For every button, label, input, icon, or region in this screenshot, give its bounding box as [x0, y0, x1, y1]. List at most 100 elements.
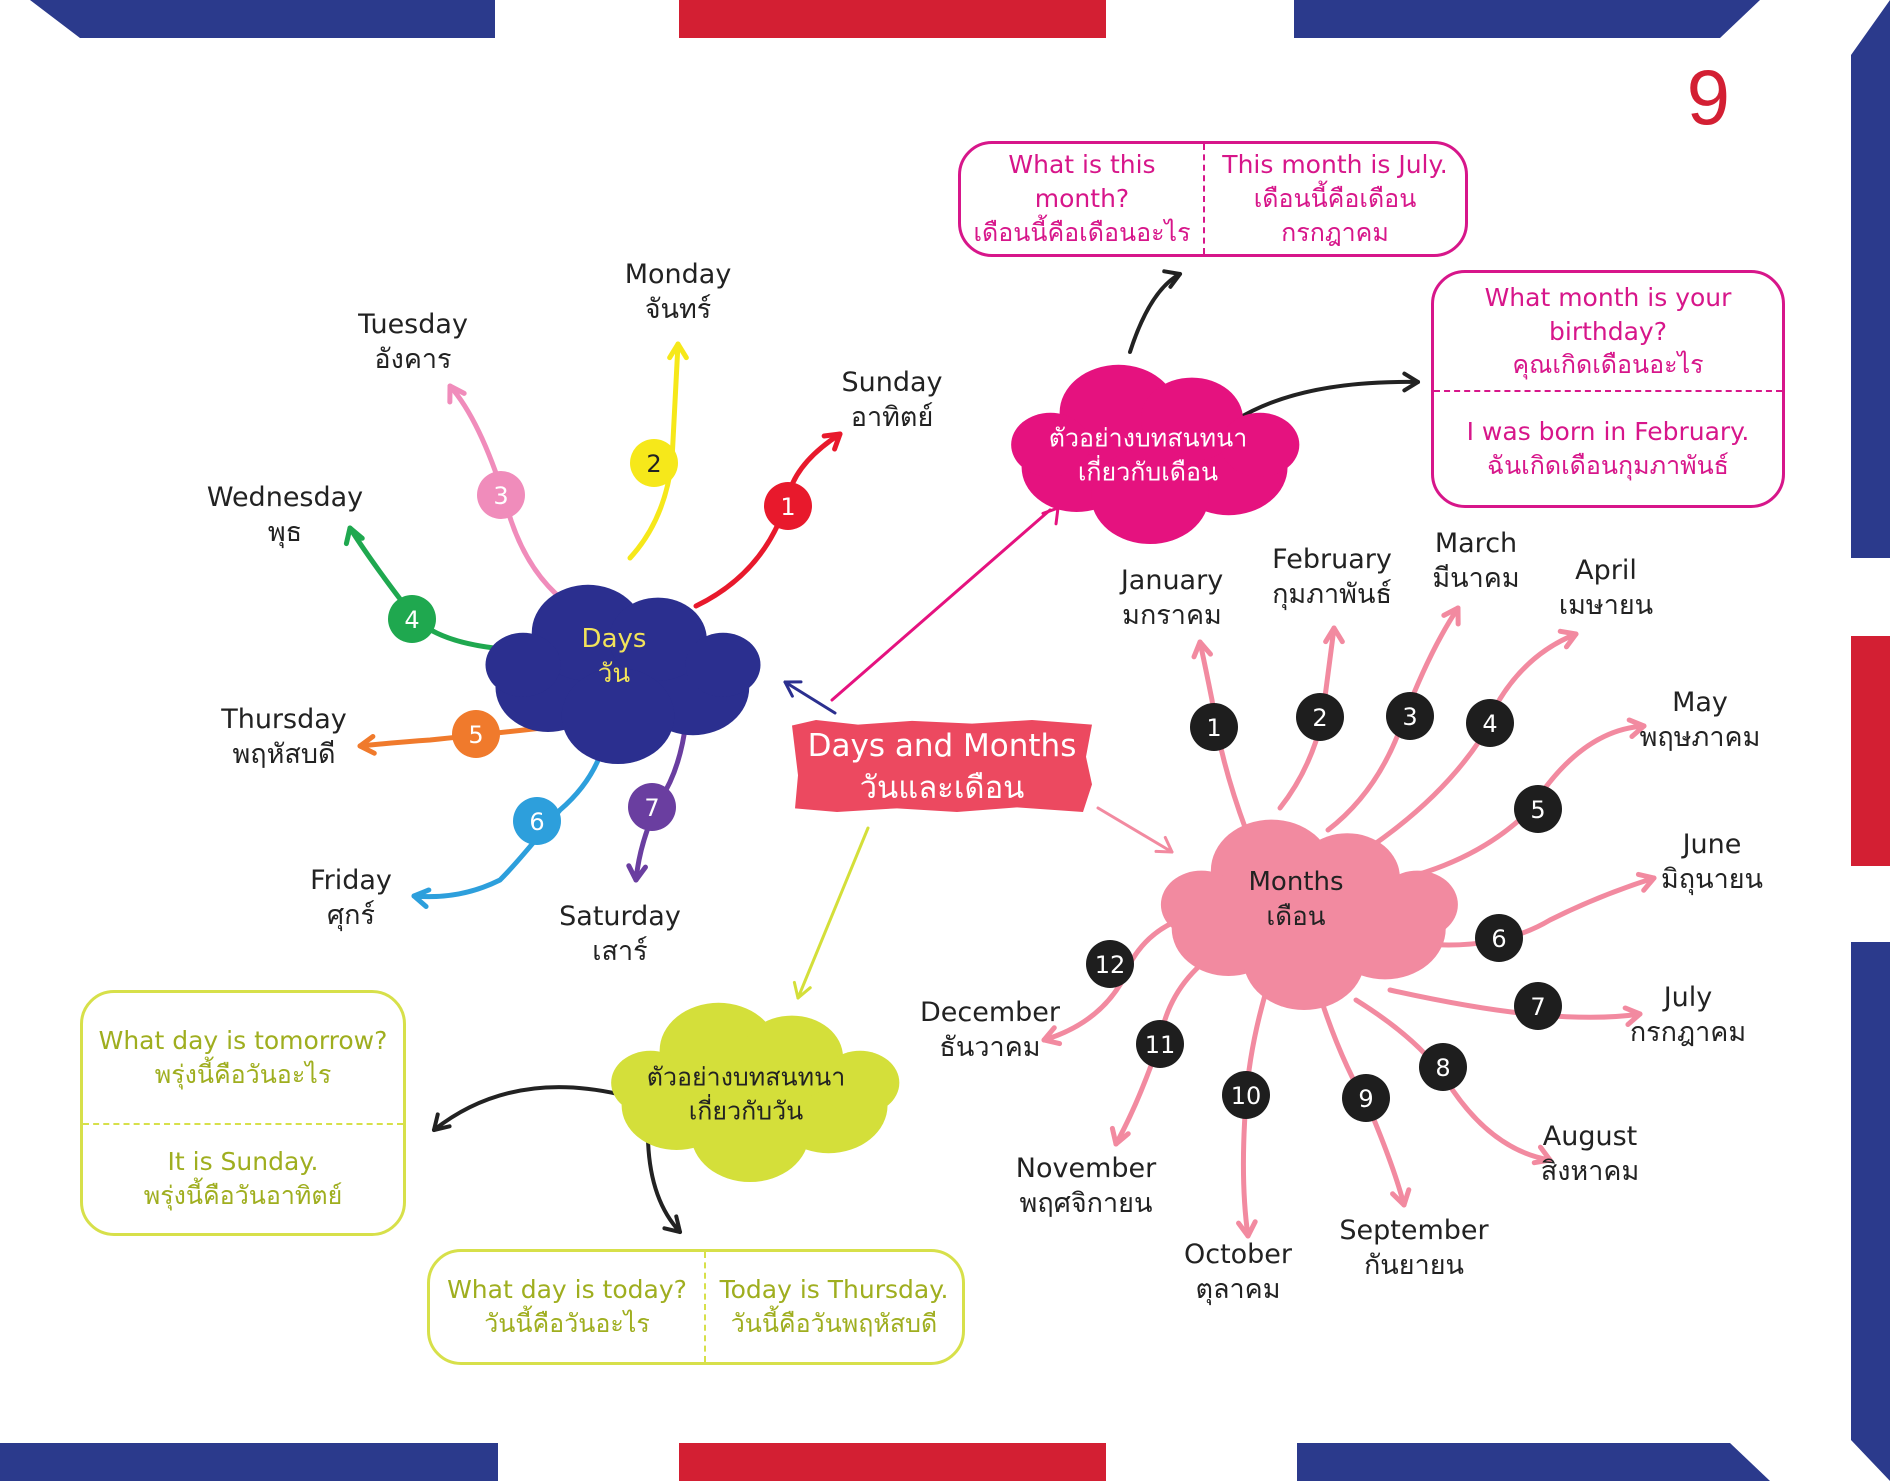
cloud-lobe	[1294, 833, 1400, 922]
month-badge-june	[1475, 914, 1523, 962]
day-badge-wednesday	[388, 595, 436, 643]
label-en: May	[1672, 686, 1728, 718]
month-label-december: December ธันวาคม	[920, 995, 1060, 1065]
month-spoke-september-arrowhead	[1390, 1187, 1412, 1208]
label-en: December	[919, 996, 1061, 1028]
day-badge-thursday	[452, 710, 500, 758]
month-q1-en: What is this month?	[1008, 150, 1156, 214]
month-badge-september	[1342, 1074, 1390, 1122]
month-spoke-june	[1421, 875, 1657, 948]
arrow-center-to-day-conversation-arrowhead	[792, 980, 812, 1000]
label-en: Wednesday	[206, 481, 364, 513]
month-spoke-march-arrowhead	[1441, 605, 1461, 627]
cloud-lobe	[1091, 448, 1209, 544]
label-th: พุธ	[267, 517, 303, 548]
day-spoke-friday-arrowhead	[411, 887, 432, 909]
label-en: Sunday	[841, 366, 943, 398]
day-badge-sunday-number: 1	[780, 493, 795, 521]
month-q1-th: เดือนนี้คือเดือนอะไร	[973, 217, 1191, 247]
cloud-lobe	[485, 632, 561, 697]
day-badge-tuesday-number: 3	[493, 482, 508, 510]
label-th: กรกฎาคม	[1629, 1017, 1747, 1048]
day-badge-friday-number: 6	[529, 808, 544, 836]
label-th: กันยายน	[1363, 1250, 1465, 1281]
arrow-to-month-box-1	[1128, 272, 1182, 354]
month-spoke-may-arrowhead	[1626, 717, 1647, 739]
label-en: Tuesday	[358, 308, 468, 340]
label-en: February	[1272, 543, 1392, 575]
label-en: Friday	[310, 864, 392, 896]
day-a1-th: พรุ่งนี้คือวันอาทิตย์	[143, 1181, 343, 1210]
label-en: August	[1542, 1120, 1638, 1152]
month-label-october: October ตุลาคม	[1184, 1237, 1292, 1307]
cloud-lobe	[691, 1086, 809, 1182]
day-conversation-box-1: What day is tomorrow? พรุ่งนี้คือวันอะไร…	[80, 990, 406, 1236]
day-a2-en: Today is Thursday.	[719, 1275, 949, 1305]
day-a1-en: It is Sunday.	[167, 1147, 319, 1177]
month-badge-march-number: 3	[1402, 703, 1417, 731]
month-badge-april-number: 4	[1482, 710, 1497, 738]
month-spoke-august-arrowhead	[1531, 1144, 1553, 1166]
clouds-layer	[485, 364, 1458, 1182]
arrow-center-to-days	[783, 680, 837, 715]
month-badge-july-number: 7	[1530, 993, 1545, 1021]
day-badge-saturday	[628, 783, 676, 831]
month-badge-april	[1466, 699, 1514, 747]
days-cloud	[485, 584, 761, 764]
label-th: มีนาคม	[1432, 563, 1520, 594]
label-th: ตุลาคม	[1195, 1274, 1281, 1305]
divider	[1203, 144, 1205, 254]
label-th: ธันวาคม	[939, 1032, 1041, 1063]
center-title-en: Days and Months	[807, 728, 1077, 765]
label-en: June	[1682, 828, 1742, 860]
day-badge-tuesday	[477, 471, 525, 519]
days-title-en: Days	[581, 623, 647, 654]
months-title-th: เดือน	[1266, 902, 1326, 932]
label-en: April	[1575, 554, 1637, 586]
month-label-march: March มีนาคม	[1432, 526, 1519, 596]
month-answer-1: This month is July. เดือนนี้คือเดือนกรกฎ…	[1205, 144, 1465, 254]
month-badge-may	[1514, 785, 1562, 833]
month-badge-february	[1296, 693, 1344, 741]
arrow-to-day-box-1	[432, 1085, 620, 1132]
month-conversation-box-1: What is this month? เดือนนี้คือเดือนอะไร…	[958, 141, 1468, 257]
label-th: พฤษภาคม	[1639, 722, 1761, 753]
day-badge-sunday	[764, 482, 812, 530]
month-badge-february-number: 2	[1312, 704, 1327, 732]
day-badge-monday	[630, 439, 678, 487]
day-spoke-thursday	[357, 723, 563, 749]
label-en: October	[1183, 1238, 1293, 1270]
label-th: อาทิตย์	[850, 402, 934, 433]
page-number: 9	[1686, 53, 1730, 141]
month-a1-en: This month is July.	[1222, 150, 1448, 180]
day-a2-th: วันนี้คือวันพฤหัสบดี	[730, 1309, 938, 1338]
month-cloud-line1: ตัวอย่างบทสนทนา	[1048, 423, 1248, 453]
arrow-center-to-months-arrowhead	[1154, 835, 1174, 854]
days-cloud-label: Days วัน	[582, 622, 647, 692]
arrow-center-to-months	[1096, 806, 1174, 854]
center-title-th: วันและเดือน	[859, 770, 1025, 806]
cloud-lobe	[1376, 870, 1458, 939]
day-conversation-cloud	[611, 1002, 900, 1182]
day-cloud-line1: ตัวอย่างบทสนทนา	[646, 1062, 846, 1092]
day-question-2: What day is today? วันนี้คือวันอะไร	[430, 1252, 704, 1362]
month-label-may: May พฤษภาคม	[1640, 685, 1761, 755]
label-en: March	[1434, 527, 1518, 559]
month-spoke-february-arrowhead	[1323, 625, 1345, 645]
month-conversation-box-2: What month is your birthday? คุณเกิดเดือ…	[1431, 270, 1785, 508]
months-cloud	[1160, 819, 1458, 1010]
day-q2-th: วันนี้คือวันอะไร	[484, 1309, 650, 1338]
cloud-lobe	[1243, 908, 1365, 1010]
month-badge-november	[1136, 1020, 1184, 1068]
month-spoke-december-arrowhead	[1041, 1025, 1063, 1047]
